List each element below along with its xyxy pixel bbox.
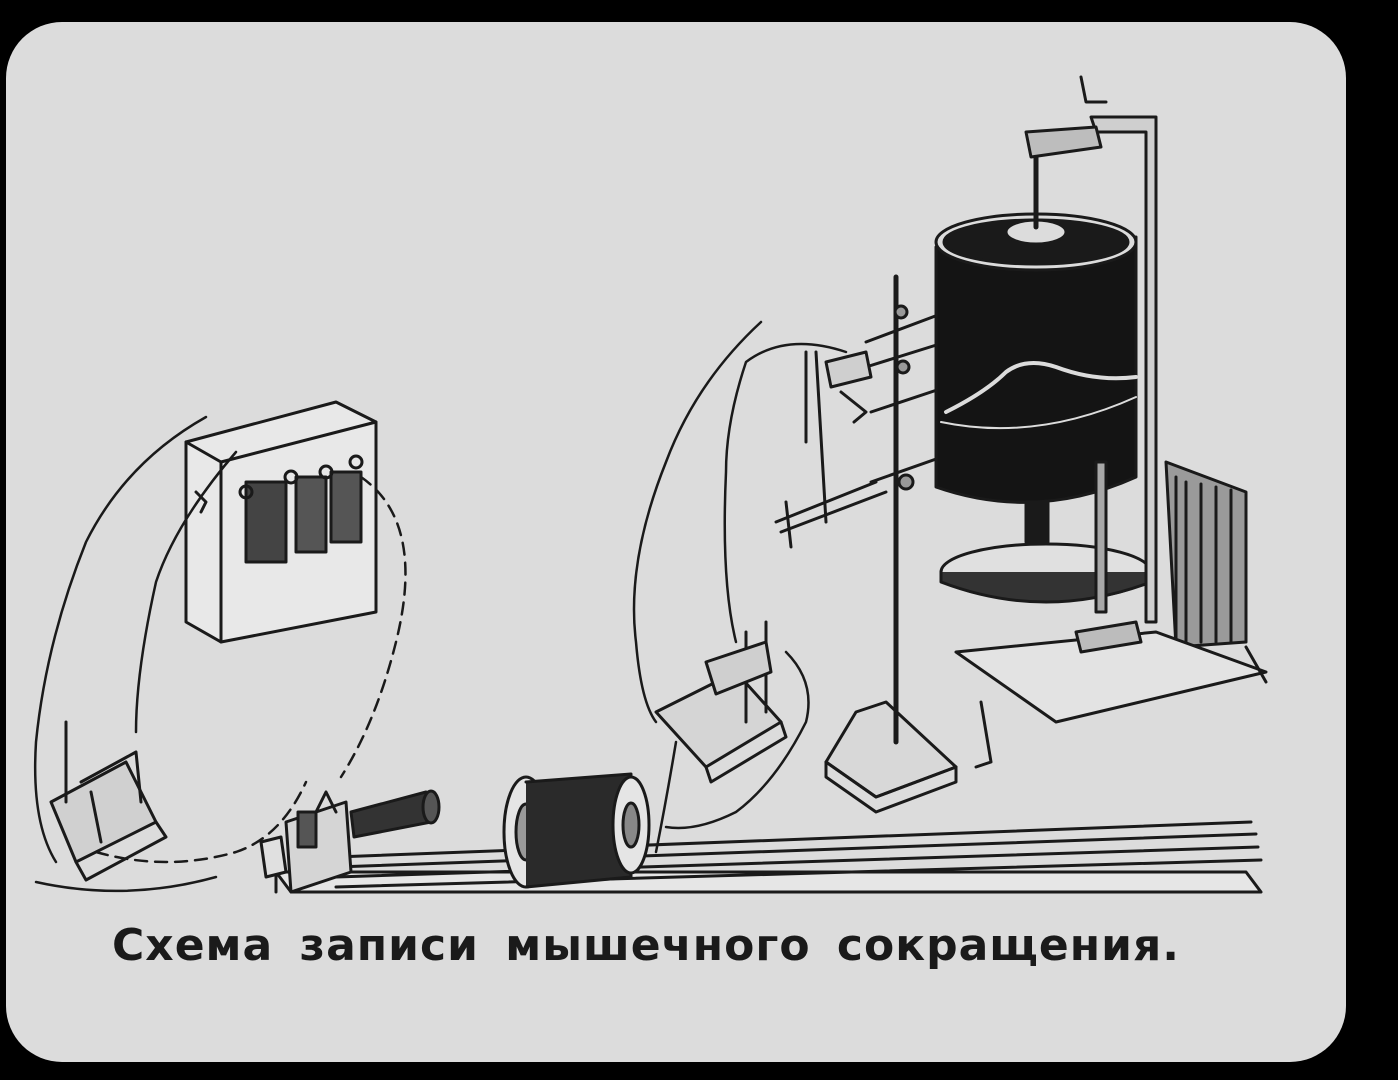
wiring bbox=[33, 320, 848, 893]
muscle-recording-diagram bbox=[33, 75, 1268, 894]
recording-lever bbox=[774, 304, 958, 549]
rail-track bbox=[274, 820, 1263, 894]
tripod-stand bbox=[824, 274, 958, 814]
induction-coil bbox=[259, 789, 441, 894]
kymograph-drum bbox=[934, 139, 1153, 604]
clockwork-motor bbox=[954, 75, 1268, 769]
slide-caption: Схема записи мышечного сокращения. bbox=[112, 920, 1180, 971]
right-key-switch bbox=[654, 620, 788, 784]
slide-panel: Схема записи мышечного сокращения. bbox=[6, 22, 1346, 1062]
coil-spool bbox=[502, 772, 651, 889]
left-key-switch bbox=[49, 720, 168, 882]
battery-box bbox=[184, 400, 378, 644]
